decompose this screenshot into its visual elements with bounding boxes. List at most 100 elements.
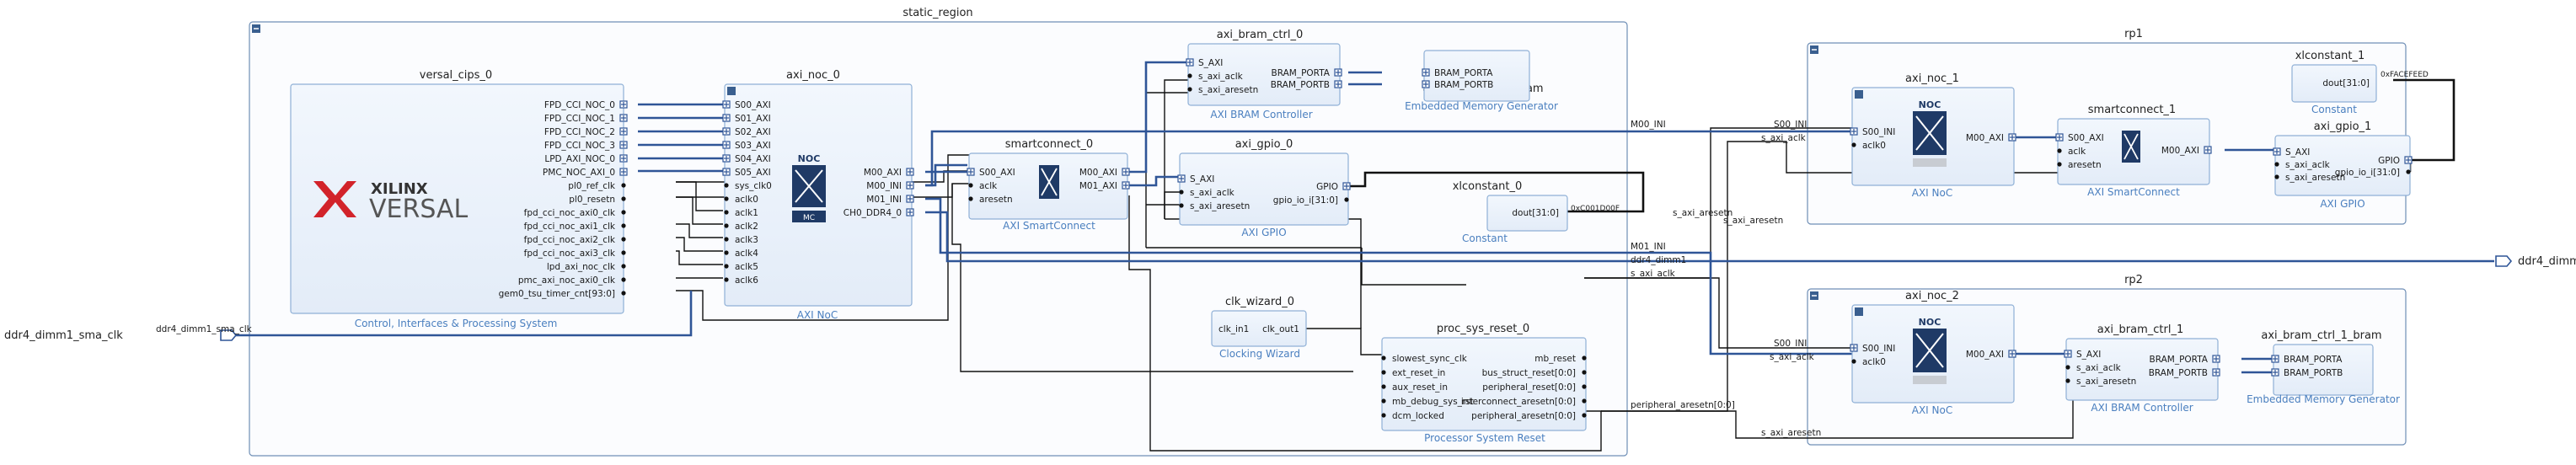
port-pin[interactable]	[2008, 133, 2016, 142]
port-pin[interactable]	[1344, 197, 1349, 202]
port-pin[interactable]	[724, 250, 729, 255]
port-pin[interactable]	[1582, 413, 1587, 418]
port-pin[interactable]	[1186, 58, 1194, 67]
port-pin[interactable]	[2212, 355, 2220, 363]
port-pin[interactable]	[2057, 148, 2062, 153]
port-pin[interactable]	[724, 237, 729, 242]
port-pin[interactable]	[724, 196, 729, 201]
port-pin[interactable]	[1422, 68, 1430, 77]
port-pin[interactable]	[1334, 68, 1342, 77]
port-pin[interactable]	[724, 210, 729, 215]
port-pin[interactable]	[724, 277, 729, 282]
port-pin[interactable]	[621, 183, 626, 188]
collapse-icon[interactable]	[727, 87, 736, 95]
block-axi-bram-ctrl-0-bram[interactable]: axi_bram_ctrl_0_bram BRAM_PORTABRAM_PORT…	[1405, 50, 1558, 112]
block-axi-bram-ctrl-1-bram[interactable]: axi_bram_ctrl_1_bram BRAM_PORTABRAM_PORT…	[2247, 329, 2400, 405]
port-pin[interactable]	[906, 168, 914, 176]
port-pin[interactable]	[2274, 162, 2279, 167]
port-pin[interactable]	[1187, 87, 1192, 92]
port-pin[interactable]	[619, 100, 628, 109]
port-pin[interactable]	[722, 154, 731, 163]
port-pin[interactable]	[724, 223, 729, 228]
port-pin[interactable]	[1582, 355, 1587, 361]
block-versal-cips[interactable]: versal_cips_0 XILINX VERSAL FPD_CCI_NOC_…	[290, 69, 628, 329]
port-pin[interactable]	[1381, 398, 1386, 404]
port-pin[interactable]	[2271, 368, 2279, 377]
port-pin[interactable]	[619, 141, 628, 149]
block-axi-bram-ctrl-0[interactable]: axi_bram_ctrl_0 S_AXIs_axi_aclks_axi_are…	[1186, 29, 1342, 120]
port-pin[interactable]	[621, 210, 626, 215]
port-pin[interactable]	[2055, 133, 2064, 142]
port-pin[interactable]	[2057, 162, 2062, 167]
port-pin[interactable]	[619, 168, 628, 176]
port-pin[interactable]	[724, 183, 729, 188]
port-pin[interactable]	[906, 195, 914, 203]
port-pin[interactable]	[1342, 182, 1351, 190]
external-port-ddr4-dimm1-sma-clk[interactable]: ddr4_dimm1_sma_clk	[4, 329, 238, 342]
port-pin[interactable]	[2406, 169, 2411, 174]
port-pin[interactable]	[619, 154, 628, 163]
port-pin[interactable]	[906, 181, 914, 190]
block-axi-gpio-1[interactable]: axi_gpio_1 S_AXIs_axi_aclks_axi_aresetnG…	[2273, 120, 2413, 210]
port-pin[interactable]	[2274, 174, 2279, 179]
port-pin[interactable]	[621, 250, 626, 255]
port-pin[interactable]	[1582, 384, 1587, 389]
port-pin[interactable]	[722, 127, 731, 136]
port-pin[interactable]	[1582, 370, 1587, 375]
port-pin[interactable]	[906, 208, 914, 216]
port-pin[interactable]	[1122, 181, 1130, 190]
port-pin[interactable]	[2204, 146, 2212, 154]
port-pin[interactable]	[1334, 80, 1342, 88]
block-axi-gpio-0[interactable]: axi_gpio_0 S_AXIs_axi_aclks_axi_aresetnG…	[1177, 138, 1351, 238]
port-pin[interactable]	[722, 114, 731, 122]
port-pin[interactable]	[2404, 156, 2413, 164]
port-pin[interactable]	[1850, 344, 1858, 352]
port-pin[interactable]	[1582, 398, 1587, 404]
port-pin[interactable]	[1422, 80, 1430, 88]
port-pin[interactable]	[1381, 355, 1386, 361]
port-pin[interactable]	[621, 264, 626, 269]
port-pin[interactable]	[621, 291, 626, 296]
port-pin[interactable]	[1381, 370, 1386, 375]
port-pin[interactable]	[722, 100, 731, 109]
port-pin[interactable]	[2271, 355, 2279, 363]
block-clk-wizard-0[interactable]: clk_wizard_0 clk_in1 clk_out1 Clocking W…	[1211, 296, 1307, 360]
port-pin[interactable]	[968, 196, 973, 201]
port-pin[interactable]	[2065, 365, 2070, 370]
block-proc-sys-reset-0[interactable]: proc_sys_reset_0 slowest_sync_clkext_res…	[1381, 323, 1587, 444]
port-pin[interactable]	[967, 168, 975, 176]
port-pin[interactable]	[2008, 350, 2016, 358]
port-pin[interactable]	[1177, 174, 1186, 183]
port-pin[interactable]	[722, 141, 731, 149]
port-pin[interactable]	[1850, 127, 1858, 136]
port-pin[interactable]	[1179, 190, 1184, 195]
port-pin[interactable]	[621, 196, 626, 201]
block-smartconnect-0[interactable]: smartconnect_0 S00_AXIaclkaresetnM00_AXI…	[967, 138, 1130, 232]
port-pin[interactable]	[1187, 73, 1192, 78]
external-port-ddr4-dimm1[interactable]: ddr4_dimm1	[2495, 255, 2576, 268]
port-pin[interactable]	[2064, 350, 2072, 358]
port-pin[interactable]	[2273, 147, 2281, 156]
port-pin[interactable]	[2212, 368, 2220, 377]
block-smartconnect-1[interactable]: smartconnect_1 S00_AXIaclkaresetnM00_AXI…	[2055, 104, 2212, 198]
port-pin[interactable]	[619, 114, 628, 122]
port-pin[interactable]	[2065, 378, 2070, 383]
port-pin[interactable]	[1381, 384, 1386, 389]
collapse-icon[interactable]	[1855, 90, 1863, 99]
block-axi-bram-ctrl-1[interactable]: axi_bram_ctrl_1 S_AXIs_axi_aclks_axi_are…	[2064, 323, 2220, 414]
port-pin[interactable]	[621, 277, 626, 282]
port-pin[interactable]	[722, 168, 731, 176]
port-pin[interactable]	[1122, 168, 1130, 176]
port-pin[interactable]	[1381, 413, 1386, 418]
block-xlconstant-0[interactable]: xlconstant_0 dout[31:0] 0xC001D00F Const…	[1453, 180, 1620, 244]
block-axi-noc-0[interactable]: axi_noc_0 NOC MC S00_AXIS01_AXIS02_AXIS0…	[722, 69, 914, 321]
port-pin[interactable]	[1179, 203, 1184, 208]
block-xlconstant-1[interactable]: xlconstant_1 dout[31:0] 0xFACEFEED Const…	[2291, 50, 2429, 115]
port-pin[interactable]	[619, 127, 628, 136]
port-pin[interactable]	[968, 183, 973, 188]
port-pin[interactable]	[1851, 142, 1856, 147]
port-pin[interactable]	[621, 237, 626, 242]
